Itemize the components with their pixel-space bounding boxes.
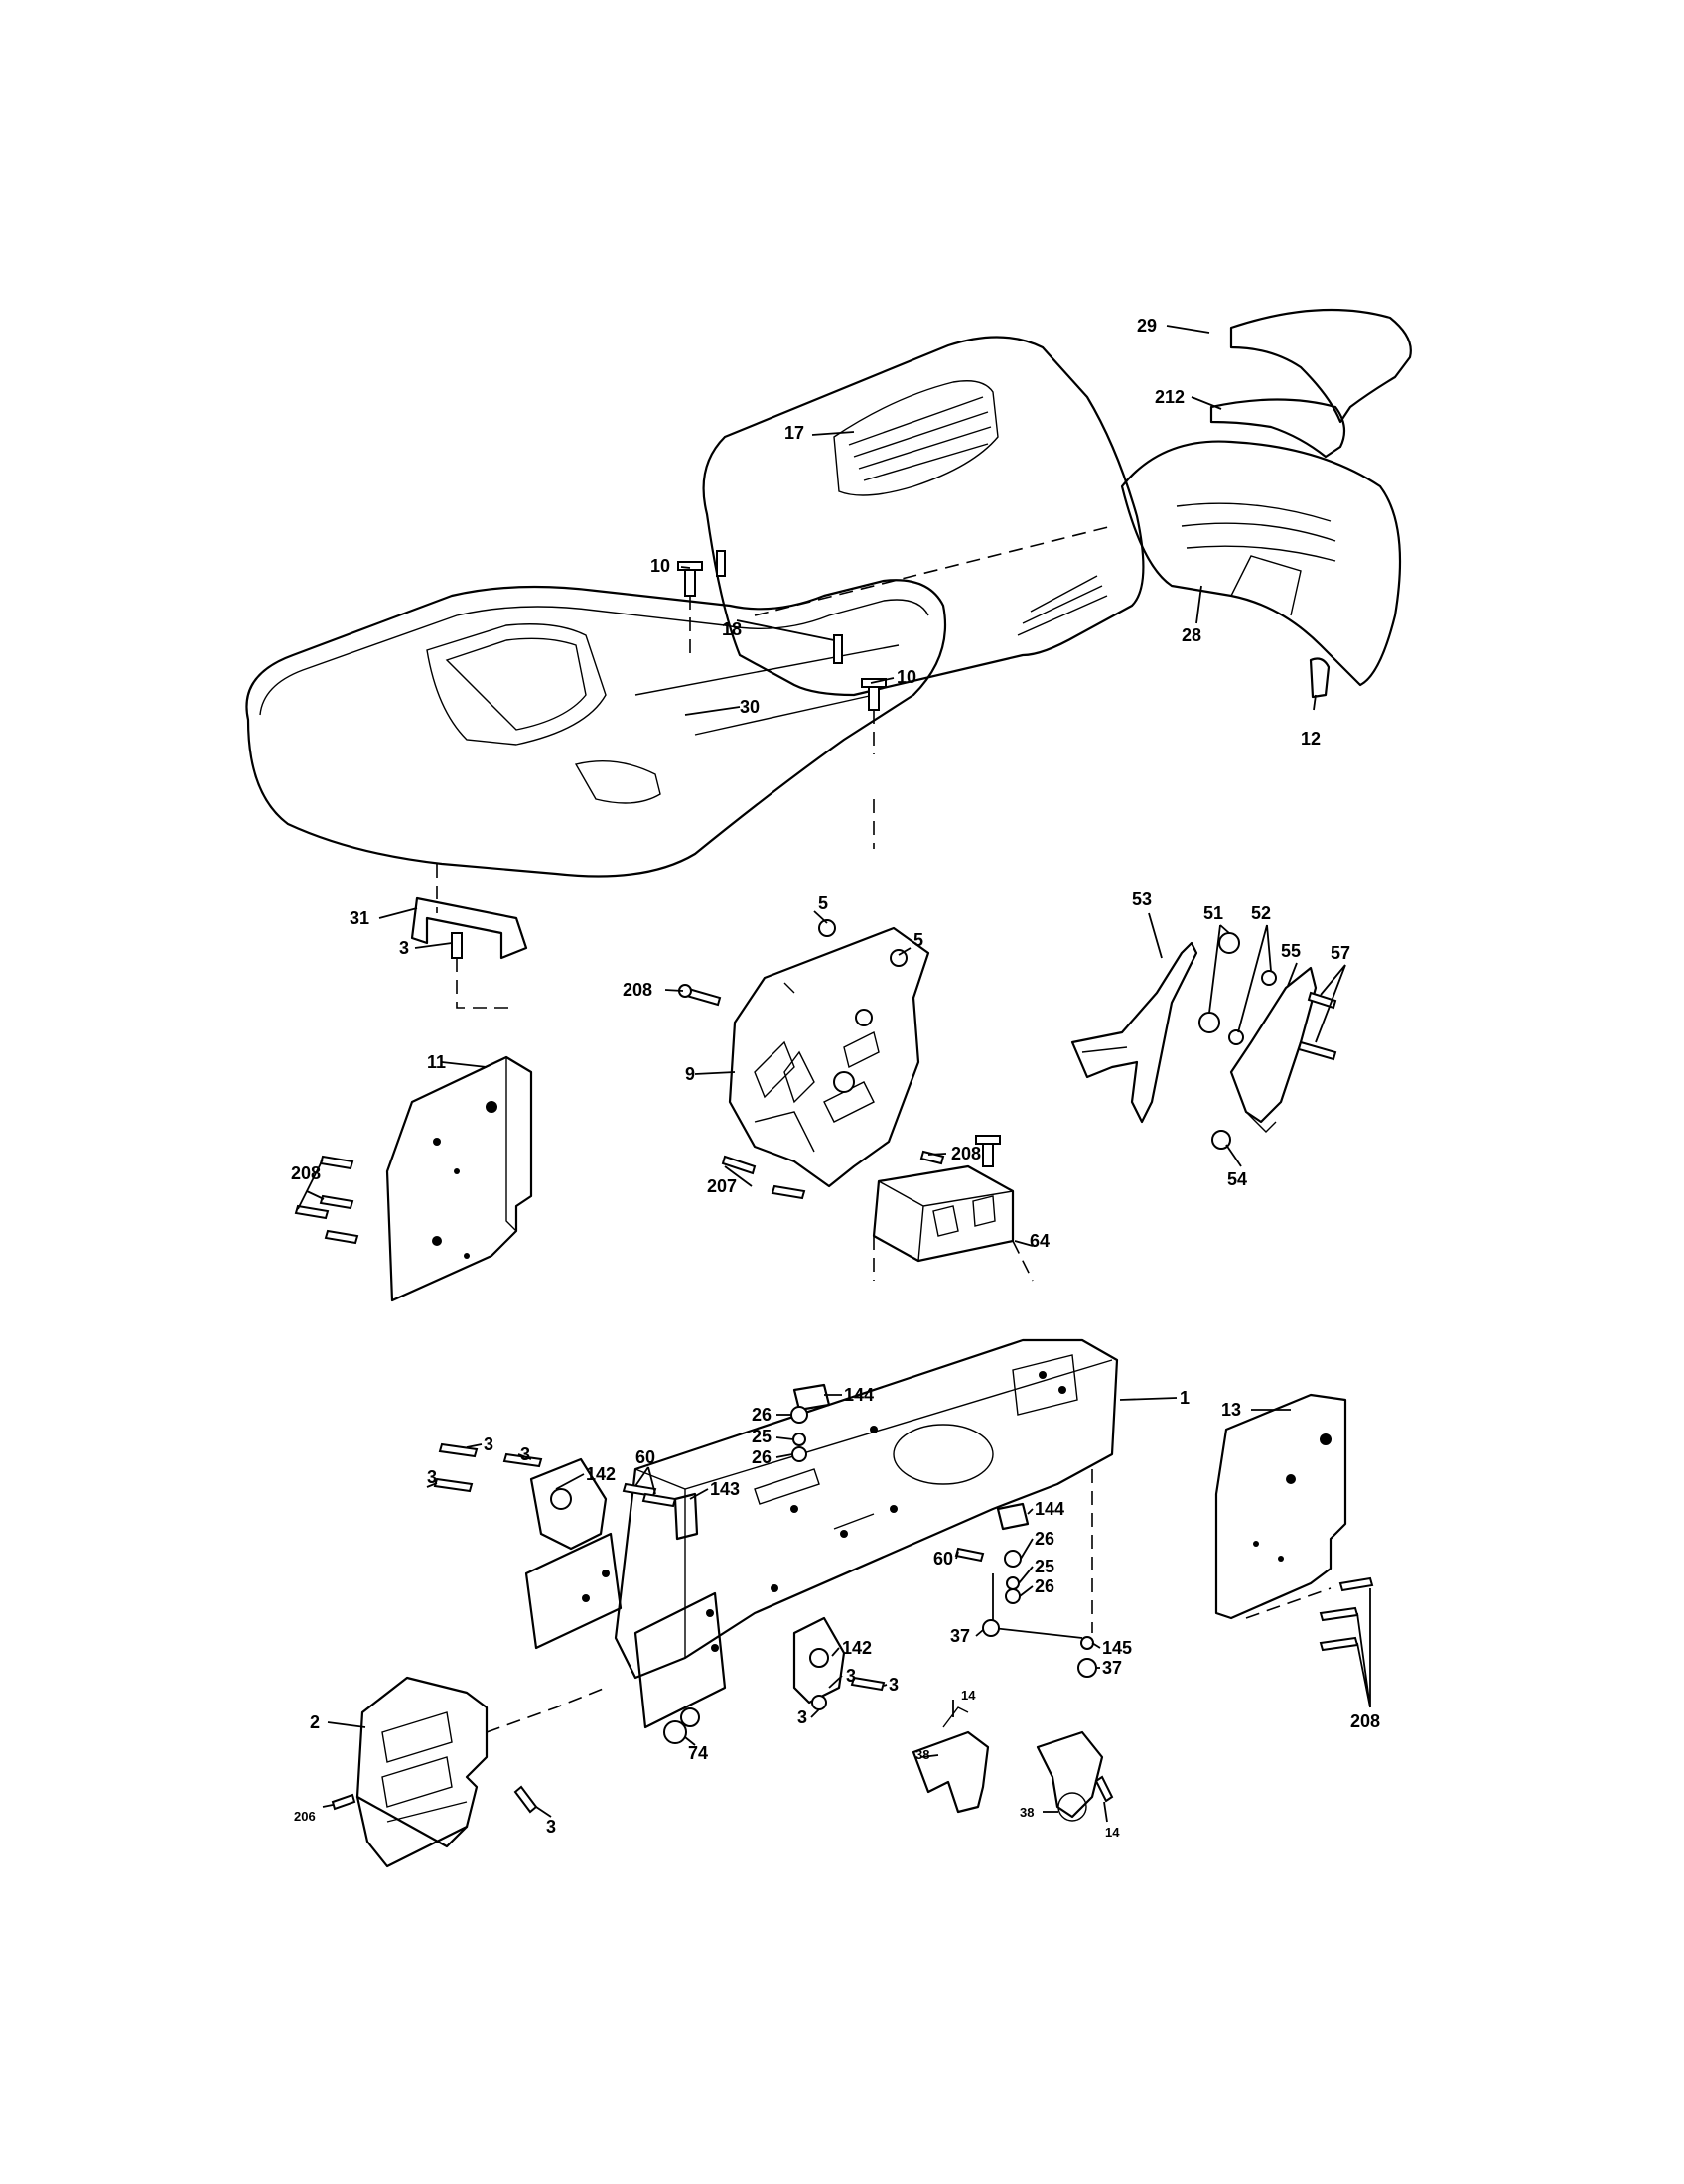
dash-panel-assembly (294, 919, 1337, 1302)
callout-12: 12 (1301, 729, 1321, 749)
callout-26: 26 (752, 1405, 772, 1425)
callout-3: 3 (520, 1444, 530, 1464)
callout-3: 3 (546, 1817, 556, 1837)
callout-38: 38 (915, 1747, 929, 1762)
callout-144: 144 (1035, 1499, 1064, 1519)
callout-25: 25 (1035, 1557, 1054, 1576)
callout-142: 142 (586, 1464, 616, 1484)
callout-60: 60 (635, 1447, 655, 1467)
callout-11: 11 (427, 1052, 446, 1072)
callout-3: 3 (427, 1467, 437, 1487)
callout-labels: 29 212 17 10 18 10 30 28 12 31 3 5 5 208… (291, 316, 1380, 1840)
callout-17: 17 (784, 423, 804, 443)
callout-18: 18 (722, 619, 742, 639)
frame-assembly (331, 1338, 1374, 1868)
callout-144: 144 (844, 1385, 874, 1405)
callout-53: 53 (1132, 889, 1152, 909)
callout-10: 10 (897, 667, 916, 687)
callout-26: 26 (752, 1447, 772, 1467)
callout-206: 206 (294, 1809, 316, 1824)
callout-31: 31 (350, 908, 369, 928)
callout-142: 142 (842, 1638, 872, 1658)
callout-57: 57 (1331, 943, 1350, 963)
callout-5: 5 (913, 930, 923, 950)
callout-28: 28 (1182, 625, 1201, 645)
callout-51: 51 (1203, 903, 1223, 923)
callout-3: 3 (889, 1675, 899, 1695)
callout-37: 37 (1102, 1658, 1122, 1678)
callout-14: 14 (961, 1688, 976, 1703)
callout-30: 30 (740, 697, 760, 717)
callout-64: 64 (1030, 1231, 1050, 1251)
callout-207: 207 (707, 1176, 737, 1196)
callout-29: 29 (1137, 316, 1157, 336)
callout-3: 3 (797, 1707, 807, 1727)
callout-143: 143 (710, 1479, 740, 1499)
callout-13: 13 (1221, 1400, 1241, 1420)
callout-74: 74 (688, 1743, 708, 1763)
callout-26: 26 (1035, 1529, 1054, 1549)
callout-145: 145 (1102, 1638, 1132, 1658)
callout-55: 55 (1281, 941, 1301, 961)
callout-9: 9 (685, 1064, 695, 1084)
callout-2: 2 (310, 1712, 320, 1732)
callout-3: 3 (484, 1434, 493, 1454)
callout-38: 38 (1020, 1805, 1034, 1820)
callout-52: 52 (1251, 903, 1271, 923)
callout-1: 1 (1180, 1388, 1190, 1408)
hood-assembly (245, 308, 1412, 1009)
callout-25: 25 (752, 1427, 772, 1446)
callout-3: 3 (399, 938, 409, 958)
callout-26: 26 (1035, 1576, 1054, 1596)
callout-208: 208 (951, 1144, 981, 1163)
callout-208: 208 (1350, 1711, 1380, 1731)
callout-3: 3 (846, 1666, 856, 1686)
callout-212: 212 (1155, 387, 1185, 407)
callout-5: 5 (818, 893, 828, 913)
leader-lines (297, 325, 1371, 1823)
callout-14: 14 (1105, 1825, 1120, 1840)
callout-60: 60 (933, 1549, 953, 1569)
callout-208: 208 (623, 980, 652, 1000)
callout-37: 37 (950, 1626, 970, 1646)
callout-54: 54 (1227, 1169, 1247, 1189)
callout-10: 10 (650, 556, 670, 576)
callout-208: 208 (291, 1163, 321, 1183)
